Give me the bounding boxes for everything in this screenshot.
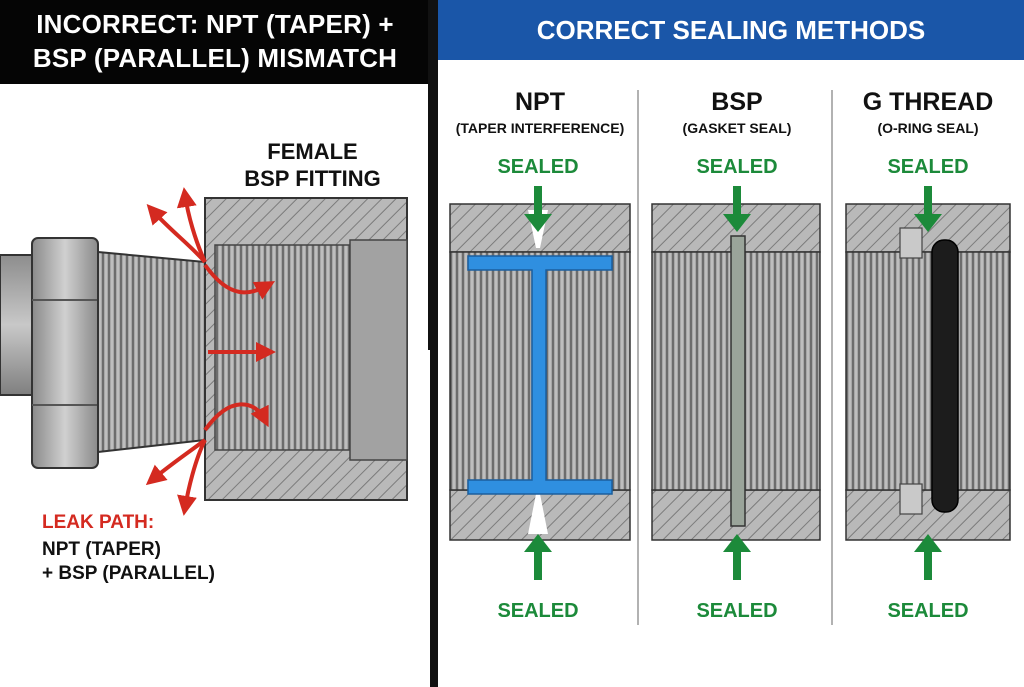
bsp-sealed-top: SEALED — [696, 156, 778, 178]
panel-divider — [430, 0, 438, 687]
bsp-sectioned-fitting — [651, 203, 821, 541]
leak-path-detail: NPT (TAPER) + BSP (PARALLEL) — [42, 538, 215, 586]
npt-subtitle: (TAPER INTERFERENCE) — [455, 120, 625, 136]
g-thread-title: G THREAD — [862, 88, 994, 116]
female-bsp-fitting-label: FEMALE BSP FITTING — [220, 138, 405, 192]
npt-sealed-top: SEALED — [497, 156, 579, 178]
thread-sealant — [467, 255, 613, 495]
panel-divider-step — [428, 0, 432, 350]
bsp-title: BSP — [711, 88, 763, 116]
fitting-label-line2: BSP FITTING — [244, 166, 381, 191]
g-thread-sealed-top: SEALED — [887, 156, 969, 178]
male-npt-pipe — [0, 237, 206, 469]
leak-path-label: LEAK PATH: — [42, 512, 155, 533]
leak-detail-line1: NPT (TAPER) — [42, 539, 161, 560]
leak-arrows — [145, 187, 276, 516]
fitting-label-line1: FEMALE — [267, 139, 358, 164]
correct-methods-header: CORRECT SEALING METHODS — [438, 0, 1024, 60]
incorrect-header-line2: BSP (PARALLEL) MISMATCH — [32, 43, 398, 73]
npt-title: NPT — [515, 88, 565, 116]
g-thread-sectioned-fitting — [845, 203, 1011, 541]
o-ring — [931, 239, 959, 513]
female-bsp-fitting — [204, 197, 408, 501]
bsp-sealed-bottom: SEALED — [696, 600, 778, 622]
g-thread-sealed-bottom: SEALED — [887, 600, 969, 622]
sealed-arrows — [524, 186, 942, 580]
incorrect-header: INCORRECT: NPT (TAPER) + BSP (PARALLEL) … — [0, 0, 430, 84]
sealing-gasket — [730, 235, 746, 527]
g-thread-subtitle: (O-RING SEAL) — [877, 120, 979, 136]
npt-sealed-bottom: SEALED — [497, 600, 579, 622]
bsp-subtitle: (GASKET SEAL) — [682, 120, 792, 136]
leak-detail-line2: + BSP (PARALLEL) — [42, 563, 215, 584]
npt-sectioned-fitting — [449, 203, 631, 541]
incorrect-header-line1: INCORRECT: NPT (TAPER) + — [36, 9, 394, 39]
